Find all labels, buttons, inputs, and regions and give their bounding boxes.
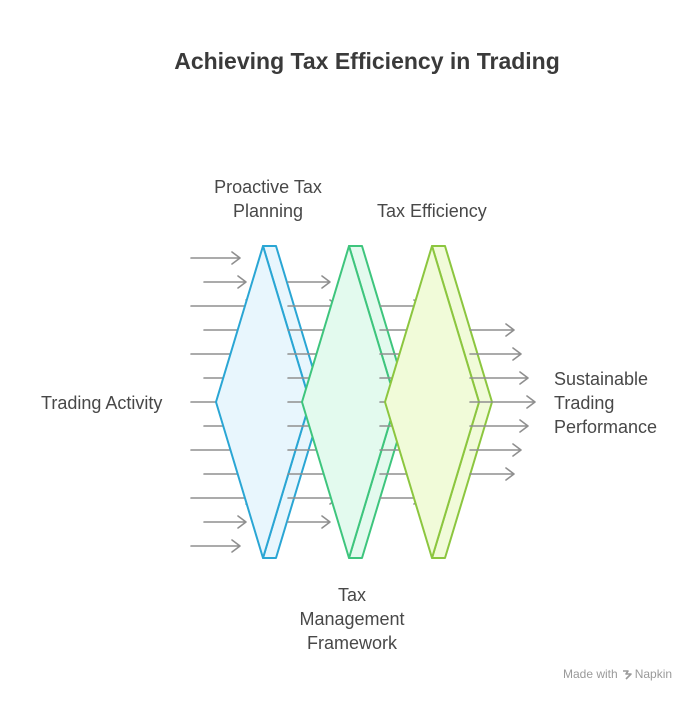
footer-credit: Made with Napkin <box>563 667 672 683</box>
stage3-face <box>384 245 480 559</box>
output-arrow <box>469 467 515 481</box>
label-tax-management-framework: Tax Management Framework <box>299 585 405 653</box>
label-proactive-tax-planning: Proactive Tax Planning <box>214 177 322 221</box>
output-arrow <box>469 395 536 409</box>
input-arrow <box>203 515 247 529</box>
input-arrow <box>203 275 247 289</box>
output-arrows <box>469 323 536 481</box>
napkin-logo-icon <box>622 669 633 683</box>
footer-brand: Napkin <box>634 667 673 681</box>
mid-arrow-1 <box>287 275 331 289</box>
input-arrow <box>190 251 241 265</box>
stage-proactive-tax-planning <box>215 245 324 559</box>
output-arrow <box>469 347 522 361</box>
input-arrow <box>190 539 241 553</box>
label-trading-activity: Trading Activity <box>41 393 163 413</box>
stage2-face <box>301 245 397 559</box>
label-sustainable-trading-performance: Sustainable Trading Performance <box>554 369 658 437</box>
label-tax-efficiency: Tax Efficiency <box>377 201 487 221</box>
mid-arrow-1 <box>287 515 331 529</box>
footer-made-with: Made with <box>563 667 618 681</box>
stage1-face <box>215 245 311 559</box>
output-arrow <box>469 371 529 385</box>
output-arrow <box>469 419 529 433</box>
output-arrow <box>469 443 522 457</box>
output-arrow <box>469 323 515 337</box>
diagram-title: Achieving Tax Efficiency in Trading <box>174 48 560 74</box>
